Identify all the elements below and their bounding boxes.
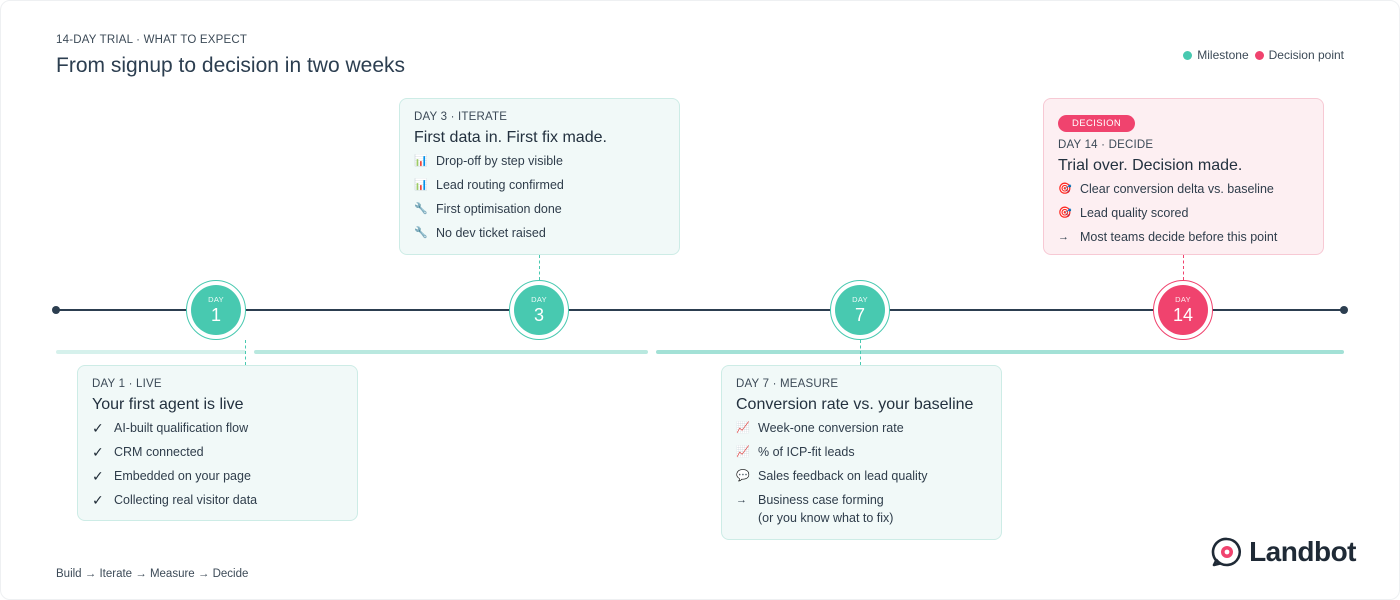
legend-label-decision: Decision point [1268,48,1344,62]
connector-day14 [1183,255,1184,280]
milestone-dot-icon [1183,50,1193,60]
node-label: DAY [208,294,224,304]
list-item-text: Week-one conversion rate [758,421,904,435]
card-heading: Conversion rate vs. your baseline [736,396,974,413]
node-label: DAY [1175,294,1191,304]
timeline-end-cap [1340,306,1348,314]
list-item: ✓ CRM connected [92,444,343,460]
node-number: 1 [210,305,221,326]
list-item: → Business case forming (or you know what … [736,492,987,526]
list-item: 📊 Drop-off by step visible [414,153,665,169]
card-kicker: DAY 7 · MEASURE [736,378,839,390]
check-icon: ✓ [92,468,104,484]
node-day-1: DAY 1 [186,280,246,340]
timeline-start-cap [52,306,60,314]
list-item-text: Lead quality scored [1080,206,1189,220]
card-list: 📊 Drop-off by step visible 📊 Lead routing … [414,153,665,241]
list-item-text: Business case forming [758,493,884,507]
card-kicker: DAY 14 · DECIDE [1058,139,1154,151]
node-label: DAY [531,294,547,304]
landbot-logo-icon [1211,537,1242,567]
legend-label-milestone: Milestone [1197,48,1249,62]
phase-bar-measure [656,350,1344,354]
list-item: 📈 % of ICP-fit leads [736,444,987,460]
target-icon: 🎯 [1058,183,1072,195]
list-item-text: Sales feedback on lead quality [758,469,928,483]
decision-badge: DECISION [1058,115,1136,132]
connector-day7 [860,340,861,365]
brand-logo: Landbot [1211,536,1356,568]
wrench-icon: 🔧 [414,227,428,239]
node-number: 14 [1172,305,1194,326]
node-number: 7 [854,305,865,326]
eyebrow: 14-DAY TRIAL · WHAT TO EXPECT [56,34,248,46]
list-item: 🔧 First optimisation done [414,201,665,217]
arrow-right-icon: → [736,494,747,506]
wrench-icon: 🔧 [414,203,428,215]
list-item: ✓ AI-built qualification flow [92,420,343,436]
node-label: DAY [852,294,868,304]
phase-bar-build [56,350,246,354]
card-list: 📈 Week-one conversion rate 📈 % of ICP-fit … [736,420,987,526]
list-item-text: Lead routing confirmed [436,178,564,192]
card-heading: Your first agent is live [92,396,244,413]
footer-flow: Build → Iterate → Measure → Decide [56,568,249,580]
card-day-1: DAY 1 · LIVE Your first agent is live ✓ A… [77,365,358,521]
decision-dot-icon [1254,50,1264,60]
list-item-text: Embedded on your page [114,469,251,483]
card-day-14: DECISION DAY 14 · DECIDE Trial over. Dec… [1043,98,1324,255]
legend: Milestone Decision point [1183,48,1344,62]
legend-item-milestone: Milestone [1183,48,1249,62]
node-day-14: DAY 14 [1153,280,1213,340]
list-item-text: % of ICP-fit leads [758,445,855,459]
list-item: ✓ Collecting real visitor data [92,492,343,508]
trend-chart-icon: 📈 [736,446,750,458]
list-item-subtext: (or you know what to fix) [758,511,894,525]
connector-day1 [245,340,246,365]
bar-chart-icon: 📊 [414,155,428,167]
card-heading: First data in. First fix made. [414,129,607,146]
node-day-3: DAY 3 [509,280,569,340]
arrow-right-icon: → [1058,231,1069,243]
node-number: 3 [533,305,544,326]
card-heading: Trial over. Decision made. [1058,157,1243,174]
check-icon: ✓ [92,420,104,436]
list-item: 📈 Week-one conversion rate [736,420,987,436]
node-day-7: DAY 7 [830,280,890,340]
speech-bubble-icon: 💬 [736,470,750,482]
trend-chart-icon: 📈 [736,422,750,434]
list-item: 🎯 Clear conversion delta vs. baseline [1058,181,1309,197]
list-item-text: Drop-off by step visible [436,154,563,168]
phase-bar-iterate [254,350,648,354]
card-day-3: DAY 3 · ITERATE First data in. First fix… [399,98,680,255]
list-item: 🔧 No dev ticket raised [414,225,665,241]
card-day-7: DAY 7 · MEASURE Conversion rate vs. your… [721,365,1002,540]
bar-chart-icon: 📊 [414,179,428,191]
list-item-text: Clear conversion delta vs. baseline [1080,182,1274,196]
list-item-text-group: Business case forming (or you know what t… [758,492,893,526]
legend-item-decision: Decision point [1254,48,1344,62]
connector-day3 [539,255,540,280]
target-icon: 🎯 [1058,207,1072,219]
list-item: 📊 Lead routing confirmed [414,177,665,193]
list-item-text: AI-built qualification flow [114,421,249,435]
check-icon: ✓ [92,492,104,508]
card-list: 🎯 Clear conversion delta vs. baseline 🎯 Le… [1058,181,1309,245]
list-item-text: Most teams decide before this point [1080,230,1278,244]
timeline-axis [56,309,1344,311]
list-item: ✓ Embedded on your page [92,468,343,484]
card-kicker: DAY 1 · LIVE [92,378,162,390]
list-item: → Most teams decide before this point [1058,229,1309,245]
card-kicker: DAY 3 · ITERATE [414,111,508,123]
check-icon: ✓ [92,444,104,460]
list-item-text: Collecting real visitor data [114,493,258,507]
list-item-text: First optimisation done [436,202,562,216]
page-title: From signup to decision in two weeks [56,54,405,77]
list-item-text: No dev ticket raised [436,226,546,240]
list-item: 💬 Sales feedback on lead quality [736,468,987,484]
card-list: ✓ AI-built qualification flow ✓ CRM connec… [92,420,343,508]
list-item: 🎯 Lead quality scored [1058,205,1309,221]
brand-name: Landbot [1249,536,1356,567]
list-item-text: CRM connected [114,445,204,459]
